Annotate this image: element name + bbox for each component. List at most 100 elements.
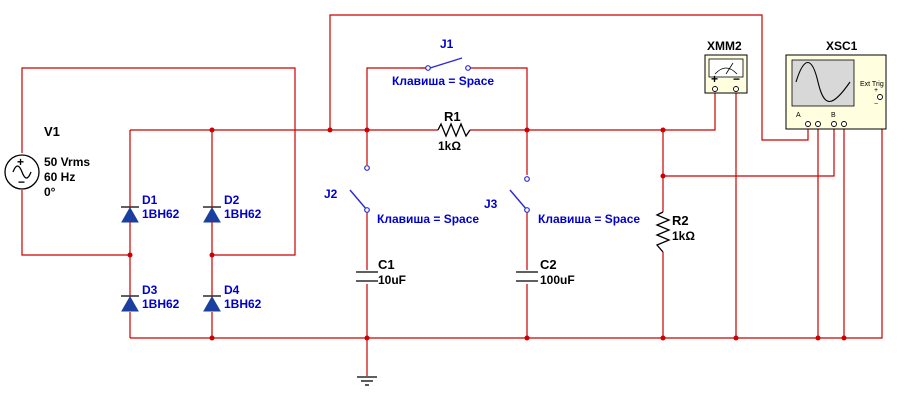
channel-a-minus-terminal[interactable] bbox=[815, 121, 821, 127]
source-phase: 0° bbox=[44, 185, 56, 199]
junction-dot bbox=[524, 127, 530, 133]
wire-j1-right bbox=[468, 67, 528, 130]
source-name: V1 bbox=[44, 124, 60, 139]
channel-b-label: B bbox=[831, 112, 836, 119]
junction-dot bbox=[327, 127, 333, 133]
diode-icon bbox=[203, 206, 221, 223]
diode-d2[interactable]: D2 1BH62 bbox=[203, 193, 262, 226]
capacitor-c2-name: C2 bbox=[540, 257, 557, 272]
wire-v1-bottom bbox=[21, 190, 130, 256]
diode-d3-name: D3 bbox=[142, 283, 158, 297]
oscilloscope-name: XSC1 bbox=[826, 39, 858, 53]
junction-dot bbox=[660, 127, 666, 133]
diode-d1-name: D1 bbox=[142, 193, 158, 207]
channel-a-plus-terminal[interactable] bbox=[805, 121, 811, 127]
source-voltage: 50 Vrms bbox=[44, 155, 90, 169]
diode-d2-model: 1BH62 bbox=[224, 207, 262, 221]
resistor-r1-name: R1 bbox=[444, 109, 461, 124]
switch-contact bbox=[524, 207, 530, 213]
source-frequency: 60 Hz bbox=[44, 170, 75, 184]
resistor-r1-value: 1kΩ bbox=[438, 139, 461, 153]
ac-source-icon bbox=[4, 154, 40, 190]
multimeter-terminal-minus[interactable] bbox=[733, 86, 739, 92]
diode-d1-model: 1BH62 bbox=[142, 207, 180, 221]
wire-j1-left bbox=[366, 67, 425, 130]
ext-trig-terminal[interactable] bbox=[877, 94, 883, 100]
multimeter-terminal-plus[interactable] bbox=[712, 86, 718, 92]
wires bbox=[21, 14, 883, 376]
capacitor-c1[interactable]: C1 10uF bbox=[356, 257, 406, 287]
wire-top-bus-right bbox=[470, 93, 716, 131]
switch-j1-key: Клавиша = Space bbox=[392, 74, 494, 88]
wire-bottom-bus bbox=[130, 97, 883, 339]
junction-dot bbox=[364, 127, 370, 133]
resistor-r2-value: 1kΩ bbox=[672, 229, 695, 243]
junction-dot bbox=[209, 252, 215, 258]
switch-j2-key: Клавиша = Space bbox=[377, 212, 479, 226]
capacitor-c1-value: 10uF bbox=[378, 273, 406, 287]
junction-dot bbox=[209, 127, 215, 133]
switch-j3-key: Клавиша = Space bbox=[538, 212, 640, 226]
ext-trig-label: Ext Trig bbox=[860, 81, 884, 88]
junction-dot bbox=[660, 335, 666, 341]
resistor-r1[interactable]: R1 1kΩ bbox=[437, 109, 471, 153]
resistor-icon bbox=[655, 211, 671, 253]
resistor-icon bbox=[437, 122, 471, 138]
ground-symbol bbox=[357, 376, 377, 386]
channel-b-minus-terminal[interactable] bbox=[841, 121, 847, 127]
channel-b-plus-terminal[interactable] bbox=[831, 121, 837, 127]
switch-blade-icon bbox=[349, 189, 368, 211]
capacitor-c2-value: 100uF bbox=[540, 273, 575, 287]
ext-trig-plus: + bbox=[874, 87, 878, 94]
switch-contact bbox=[425, 65, 431, 71]
sine-icon bbox=[12, 165, 32, 179]
diode-d1[interactable]: D1 1BH62 bbox=[121, 193, 180, 226]
wire-top-loop bbox=[329, 14, 809, 141]
diode-d2-name: D2 bbox=[224, 193, 240, 207]
switch-j3[interactable]: J3 Клавиша = Space bbox=[484, 176, 640, 226]
source-v1[interactable]: + − V1 50 Vrms 60 Hz 0° bbox=[4, 124, 90, 199]
switch-contact bbox=[364, 207, 370, 213]
switch-contact bbox=[465, 65, 471, 71]
switch-j2-name: J2 bbox=[324, 187, 338, 201]
junction-dot bbox=[815, 335, 821, 341]
junction-dot bbox=[524, 335, 530, 341]
diode-d4-model: 1BH62 bbox=[224, 297, 262, 311]
junction-dot bbox=[209, 335, 215, 341]
diode-icon bbox=[121, 206, 139, 223]
multimeter-xmm2[interactable]: XMM2 + − bbox=[704, 39, 748, 94]
multimeter-minus: − bbox=[733, 72, 740, 86]
switch-contact bbox=[524, 176, 530, 182]
switch-j1-name: J1 bbox=[440, 37, 454, 51]
waveform-icon bbox=[795, 61, 851, 102]
source-minus-sign: − bbox=[18, 175, 25, 189]
junction-dot bbox=[364, 335, 370, 341]
junction-dot bbox=[733, 335, 739, 341]
diode-d4-name: D4 bbox=[224, 283, 240, 297]
switch-j1[interactable]: J1 Клавиша = Space bbox=[392, 37, 494, 88]
switch-j3-name: J3 bbox=[484, 197, 498, 211]
junction-dot bbox=[660, 173, 666, 179]
multimeter-name: XMM2 bbox=[707, 39, 742, 53]
resistor-r2[interactable]: R2 1kΩ bbox=[655, 211, 695, 253]
meter-dial-icon bbox=[714, 67, 738, 75]
switch-blade-icon bbox=[429, 57, 463, 69]
channel-a-label: A bbox=[796, 112, 801, 119]
wire-v1-top bbox=[21, 67, 296, 256]
junction-dot bbox=[127, 252, 133, 258]
switch-blade-icon bbox=[509, 189, 528, 211]
source-plus-sign: + bbox=[17, 155, 24, 169]
switch-j2[interactable]: J2 Клавиша = Space bbox=[324, 165, 479, 226]
meter-needle-icon bbox=[725, 62, 734, 75]
oscilloscope-xsc1[interactable]: XSC1 Ext Trig + − A B bbox=[785, 39, 887, 130]
switch-contact bbox=[364, 165, 370, 171]
diode-d3-model: 1BH62 bbox=[142, 297, 180, 311]
diode-icon bbox=[121, 295, 139, 312]
resistor-r2-name: R2 bbox=[672, 213, 689, 228]
diode-d4[interactable]: D4 1BH62 bbox=[203, 283, 262, 312]
junctions bbox=[127, 127, 847, 341]
ext-trig-minus: − bbox=[874, 101, 878, 108]
diode-d3[interactable]: D3 1BH62 bbox=[121, 283, 180, 312]
capacitor-c2[interactable]: C2 100uF bbox=[516, 257, 575, 287]
